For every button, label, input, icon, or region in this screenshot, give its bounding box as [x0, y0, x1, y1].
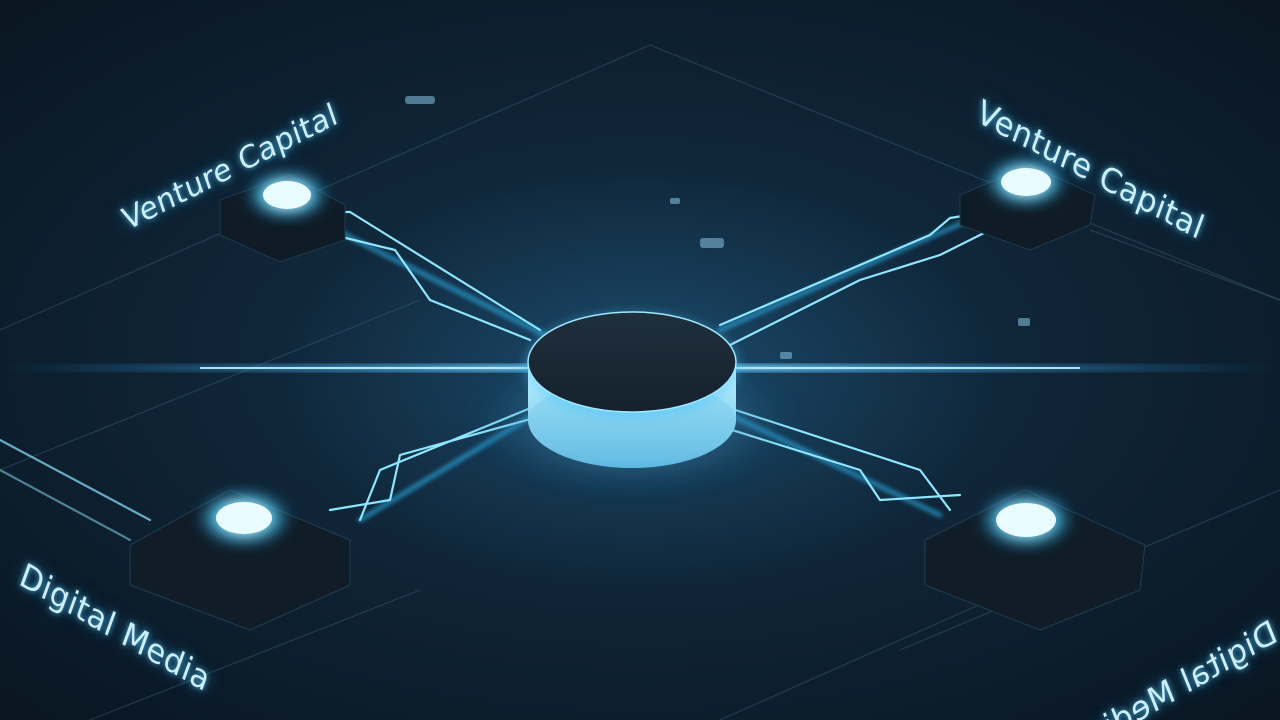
central-hub	[462, 311, 802, 500]
particles	[405, 96, 1030, 359]
node-top-right	[959, 156, 1096, 251]
node-bottom-left	[129, 488, 351, 631]
grid-line	[89, 589, 421, 720]
trace-edge-left	[0, 468, 132, 542]
trace-top-left	[303, 226, 532, 342]
node-bottom-right	[924, 489, 1146, 631]
particle	[700, 238, 724, 248]
grid-line	[1089, 229, 1280, 301]
particle	[1018, 318, 1030, 326]
trace-edge-left	[0, 438, 152, 522]
particle	[780, 352, 792, 359]
grid-line	[0, 299, 421, 471]
trace-top-right	[728, 228, 992, 347]
particle	[670, 198, 680, 204]
node-top-left	[219, 169, 346, 263]
particle	[405, 96, 435, 104]
